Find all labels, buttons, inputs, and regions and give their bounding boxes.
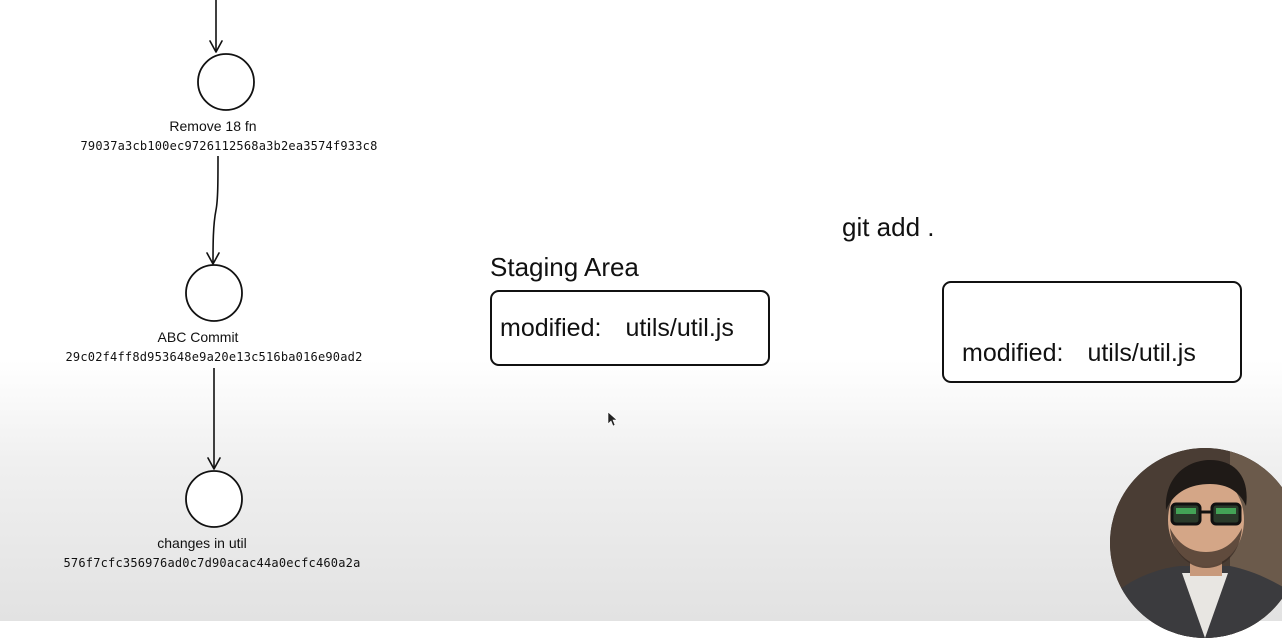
commit-1-hash: 79037a3cb100ec9726112568a3b2ea3574f933c8 bbox=[80, 139, 378, 153]
arrow-commit-1-to-2 bbox=[206, 155, 220, 265]
mouse-cursor-icon bbox=[607, 411, 618, 427]
commit-3-hash: 576f7cfc356976ad0c7d90acac44a0ecfc460a2a bbox=[63, 556, 361, 570]
git-command-text: git add . bbox=[842, 212, 935, 242]
commit-node-2[interactable] bbox=[185, 264, 243, 322]
commit-node-3[interactable] bbox=[185, 470, 243, 528]
commit-node-1[interactable] bbox=[197, 53, 255, 111]
staging-area-box: modified: utils/util.js bbox=[490, 290, 770, 366]
commit-3-message: changes in util bbox=[157, 535, 247, 551]
presenter-avatar-icon bbox=[1110, 448, 1282, 638]
staging-entry-file: utils/util.js bbox=[625, 314, 734, 342]
working-entry-file: utils/util.js bbox=[1087, 339, 1196, 367]
staging-entry-status: modified: bbox=[500, 314, 602, 342]
presenter-webcam bbox=[1110, 448, 1282, 638]
commit-graph bbox=[185, 0, 618, 528]
commit-1-message: Remove 18 fn bbox=[169, 118, 257, 134]
commit-2-message: ABC Commit bbox=[157, 329, 239, 345]
staging-area-title: Staging Area bbox=[490, 252, 639, 282]
commit-2-hash: 29c02f4ff8d953648e9a20e13c516ba016e90ad2 bbox=[65, 350, 363, 364]
working-directory-box: modified: utils/util.js bbox=[942, 281, 1242, 383]
working-entry-status: modified: bbox=[962, 339, 1064, 367]
